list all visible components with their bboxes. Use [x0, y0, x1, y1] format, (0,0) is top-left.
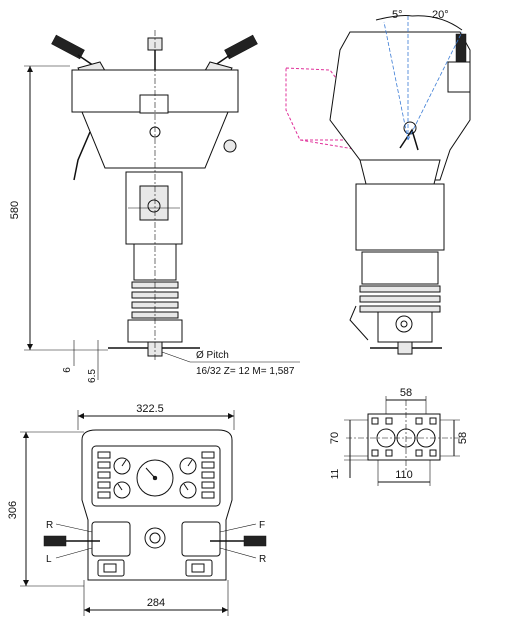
flange-plate [367, 413, 441, 461]
label-l-left: L [46, 554, 52, 565]
side-lever [447, 33, 471, 93]
left-control-block [91, 521, 131, 557]
side-lower-bellows [359, 285, 441, 313]
gauge-bottom-left [113, 481, 131, 499]
side-handle [73, 131, 91, 181]
dim-flange-58-right: 58 [457, 432, 469, 444]
angle-20: 20° [432, 9, 449, 21]
tachometer-gauge [136, 459, 174, 497]
front-view: 580 6 6.5 Ø Pitch 16/32 Z= 12 M= 1,587 [9, 30, 300, 383]
indicator-lamps-right [201, 451, 215, 499]
flange-view: 58 70 58 11 110 [329, 387, 469, 486]
side-view: 5° 20° [285, 9, 471, 355]
right-switch [185, 559, 213, 577]
dim-width-284: 284 [147, 597, 165, 609]
label-r-left: R [46, 520, 53, 531]
side-lower-body [355, 183, 445, 251]
gauge-bottom-right [179, 481, 197, 499]
dim-flange-70: 70 [329, 432, 341, 444]
gauge-top-right [179, 457, 197, 475]
dim-height-306: 306 [7, 501, 19, 519]
center-knob [144, 527, 166, 549]
dim-flange-58-top: 58 [400, 387, 412, 399]
dim-offset-6-5: 6.5 [87, 369, 98, 383]
side-housing [329, 31, 471, 181]
right-control-block [181, 521, 221, 557]
angle-5: 5° [392, 9, 403, 21]
side-fitting [223, 139, 237, 153]
right-side-lever [210, 535, 267, 547]
gauge-top-left [113, 457, 131, 475]
dim-flange-11: 11 [330, 468, 341, 479]
dim-width-322-5: 322.5 [136, 403, 164, 415]
dim-height-580: 580 [9, 201, 21, 219]
top-view: 322.5 284 306 [7, 403, 267, 616]
pitch-label: Ø Pitch [196, 350, 229, 361]
indicator-lamps-left [97, 451, 111, 499]
dim-offset-6: 6 [62, 367, 73, 373]
pitch-spec: 16/32 Z= 12 M= 1,587 [196, 366, 295, 377]
label-r-right: R [259, 554, 266, 565]
dim-flange-110: 110 [395, 469, 413, 481]
label-f-right: F [259, 520, 265, 531]
left-switch [97, 559, 125, 577]
left-side-lever [43, 535, 100, 547]
